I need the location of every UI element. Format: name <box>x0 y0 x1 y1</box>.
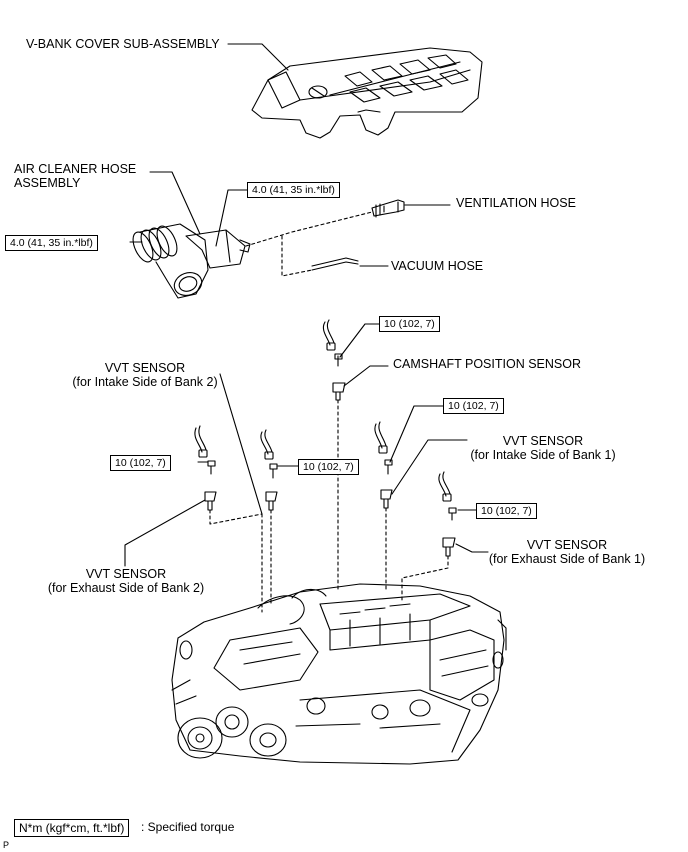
dash-ventilation <box>245 211 373 247</box>
label-vvt-intake-bank2: VVT SENSOR (for Intake Side of Bank 2) <box>40 361 250 389</box>
legend-description: : Specified torque <box>141 820 235 834</box>
leader-vvt-exhaust-bank1 <box>455 543 489 553</box>
label-vvt-intake-bank1-line2: (for Intake Side of Bank 1) <box>470 448 616 462</box>
label-vvt-exhaust-bank1-line2: (for Exhaust Side of Bank 1) <box>488 552 646 566</box>
vvt-exhaust-bank1-drawing <box>438 471 457 557</box>
torque-box-vvt-mid: 10 (102, 7) <box>298 459 359 475</box>
torque-box-hose-left: 4.0 (41, 35 in.*lbf) <box>5 235 98 251</box>
dashed-assembly-lines <box>209 399 449 613</box>
label-v-bank-cover: V-BANK COVER SUB-ASSEMBLY <box>26 37 220 51</box>
torque-box-vvt-exhaust-bank1: 10 (102, 7) <box>476 503 537 519</box>
air-cleaner-hose-drawing <box>132 223 251 299</box>
ventilation-hose-drawing <box>371 199 405 218</box>
label-vvt-exhaust-bank2-line1: VVT SENSOR <box>85 567 167 581</box>
leader-torque-hose-right <box>215 189 248 247</box>
leader-torque-vvt-intake-bank1 <box>389 405 444 463</box>
dash-vacuum <box>281 235 313 277</box>
vvt-intake-bank1-drawing <box>374 421 393 509</box>
label-vvt-exhaust-bank1-line1: VVT SENSOR <box>526 538 608 552</box>
torque-box-camshaft: 10 (102, 7) <box>379 316 440 332</box>
leader-air-cleaner-hose <box>149 171 201 235</box>
label-vvt-intake-bank2-line2: (for Intake Side of Bank 2) <box>72 375 218 389</box>
label-camshaft-position-sensor: CAMSHAFT POSITION SENSOR <box>393 357 581 371</box>
leader-vvt-intake-bank1 <box>391 439 468 495</box>
legend-unit-box: N*m (kgf*cm, ft.*lbf) <box>14 819 130 837</box>
vvt-intake-bank2-mid-drawing <box>260 429 278 511</box>
corner-mark: P <box>3 840 10 850</box>
leader-vvt-intake-bank2 <box>219 373 263 515</box>
leader-torque-camshaft <box>339 323 380 358</box>
label-vvt-exhaust-bank2-line2: (for Exhaust Side of Bank 2) <box>47 581 205 595</box>
torque-box-hose-right: 4.0 (41, 35 in.*lbf) <box>247 182 340 198</box>
label-vacuum-hose: VACUUM HOSE <box>391 259 484 273</box>
vvt-intake-bank2-left-drawing <box>194 425 217 511</box>
camshaft-sensor-drawing <box>322 319 346 401</box>
leader-vvt-exhaust-bank2 <box>124 499 206 567</box>
torque-box-vvt-left: 10 (102, 7) <box>110 455 171 471</box>
label-air-cleaner-hose-line1: AIR CLEANER HOSE <box>14 162 137 176</box>
label-vvt-exhaust-bank2: VVT SENSOR (for Exhaust Side of Bank 2) <box>36 567 216 595</box>
label-ventilation-hose: VENTILATION HOSE <box>456 196 576 210</box>
v-bank-cover-drawing <box>251 47 483 139</box>
label-vvt-intake-bank2-line1: VVT SENSOR <box>104 361 186 375</box>
label-air-cleaner-hose-line2: ASSEMBLY <box>14 176 81 190</box>
label-vvt-exhaust-bank1: VVT SENSOR (for Exhaust Side of Bank 1) <box>482 538 652 566</box>
label-vvt-intake-bank1: VVT SENSOR (for Intake Side of Bank 1) <box>458 434 628 462</box>
torque-box-vvt-intake-bank1: 10 (102, 7) <box>443 398 504 414</box>
leader-camshaft-sensor <box>343 365 389 387</box>
engine-drawing <box>171 583 507 765</box>
vacuum-hose-drawing <box>311 257 359 271</box>
leader-v-bank-cover <box>227 43 289 71</box>
label-vvt-intake-bank1-line1: VVT SENSOR <box>502 434 584 448</box>
